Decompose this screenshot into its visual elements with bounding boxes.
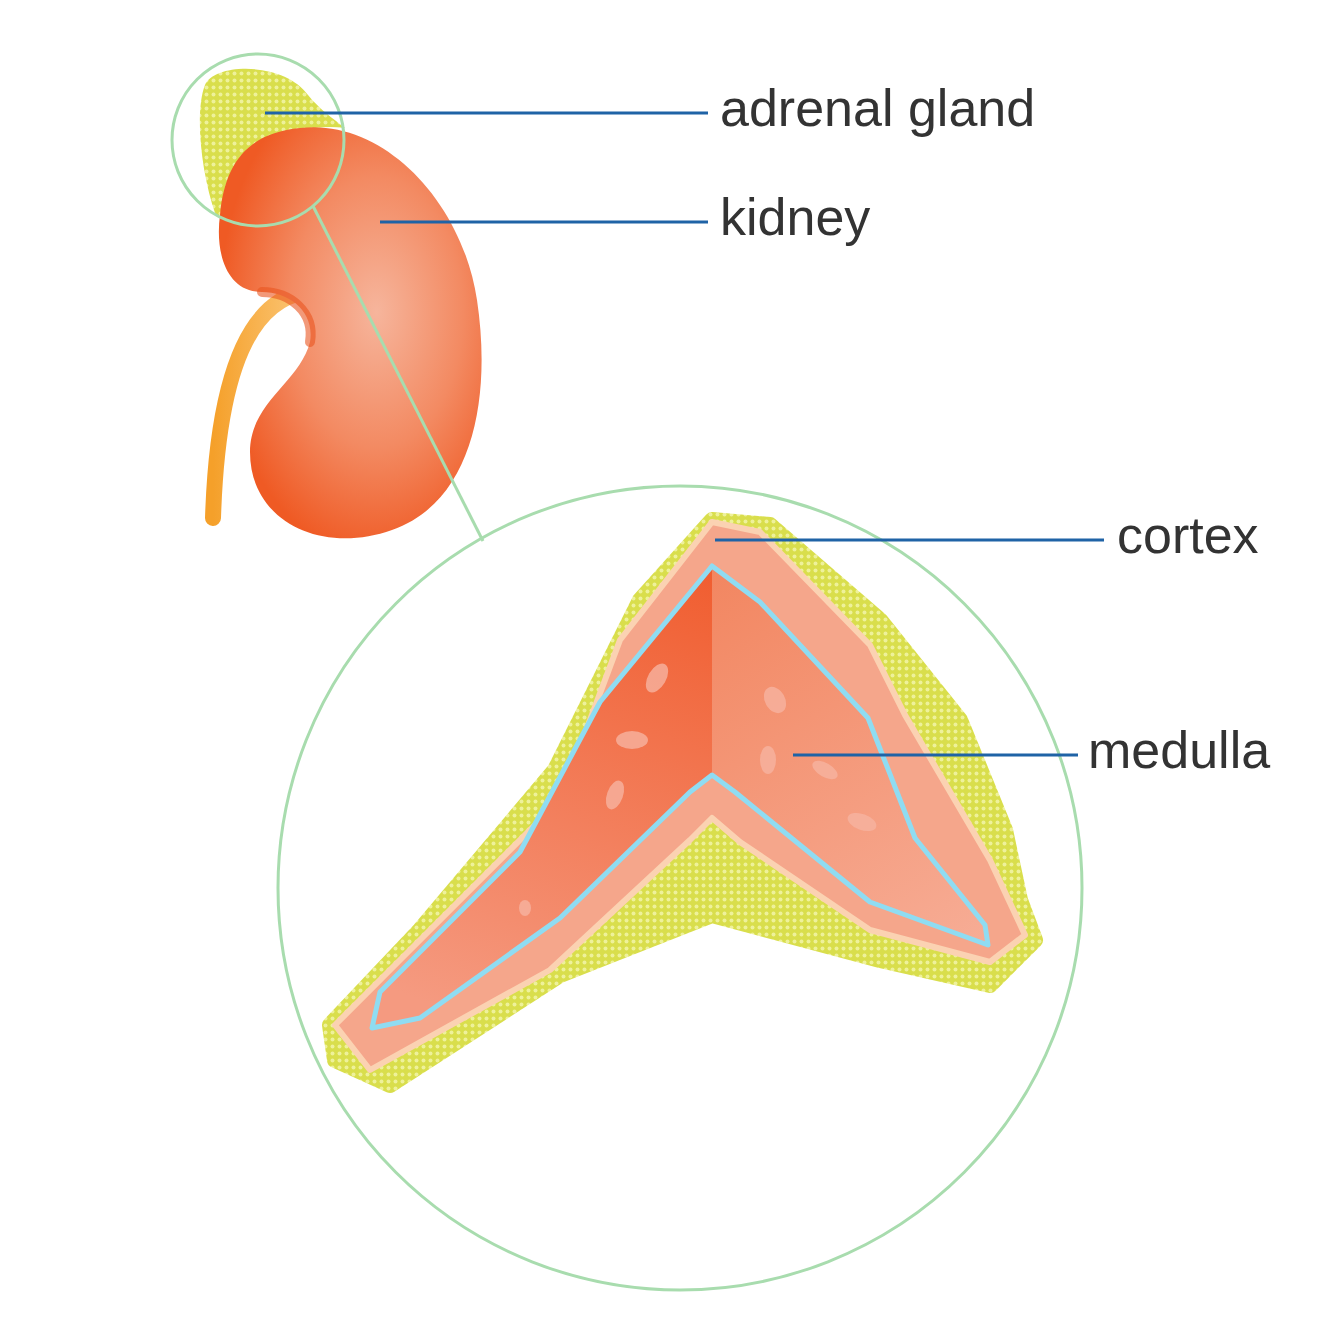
adrenal-capsule xyxy=(330,520,1035,1085)
cortex-layer xyxy=(335,522,1025,1070)
focus-circle xyxy=(172,54,344,226)
leader-lines xyxy=(265,113,1104,755)
part-label: kidney xyxy=(720,189,870,246)
leader-line xyxy=(380,221,708,224)
part-label: cortex xyxy=(1117,507,1259,564)
leader-line xyxy=(265,112,708,115)
zoom-circle xyxy=(278,486,1082,1290)
kidney-shape xyxy=(219,127,482,538)
medulla-region xyxy=(372,566,988,1028)
part-label: medulla xyxy=(1088,722,1270,779)
leader-line xyxy=(715,539,1104,542)
kidney-hilum-shadow xyxy=(262,292,311,342)
leader-line xyxy=(793,754,1078,757)
part-label: adrenal gland xyxy=(720,80,1035,137)
zoom-line xyxy=(313,206,483,541)
